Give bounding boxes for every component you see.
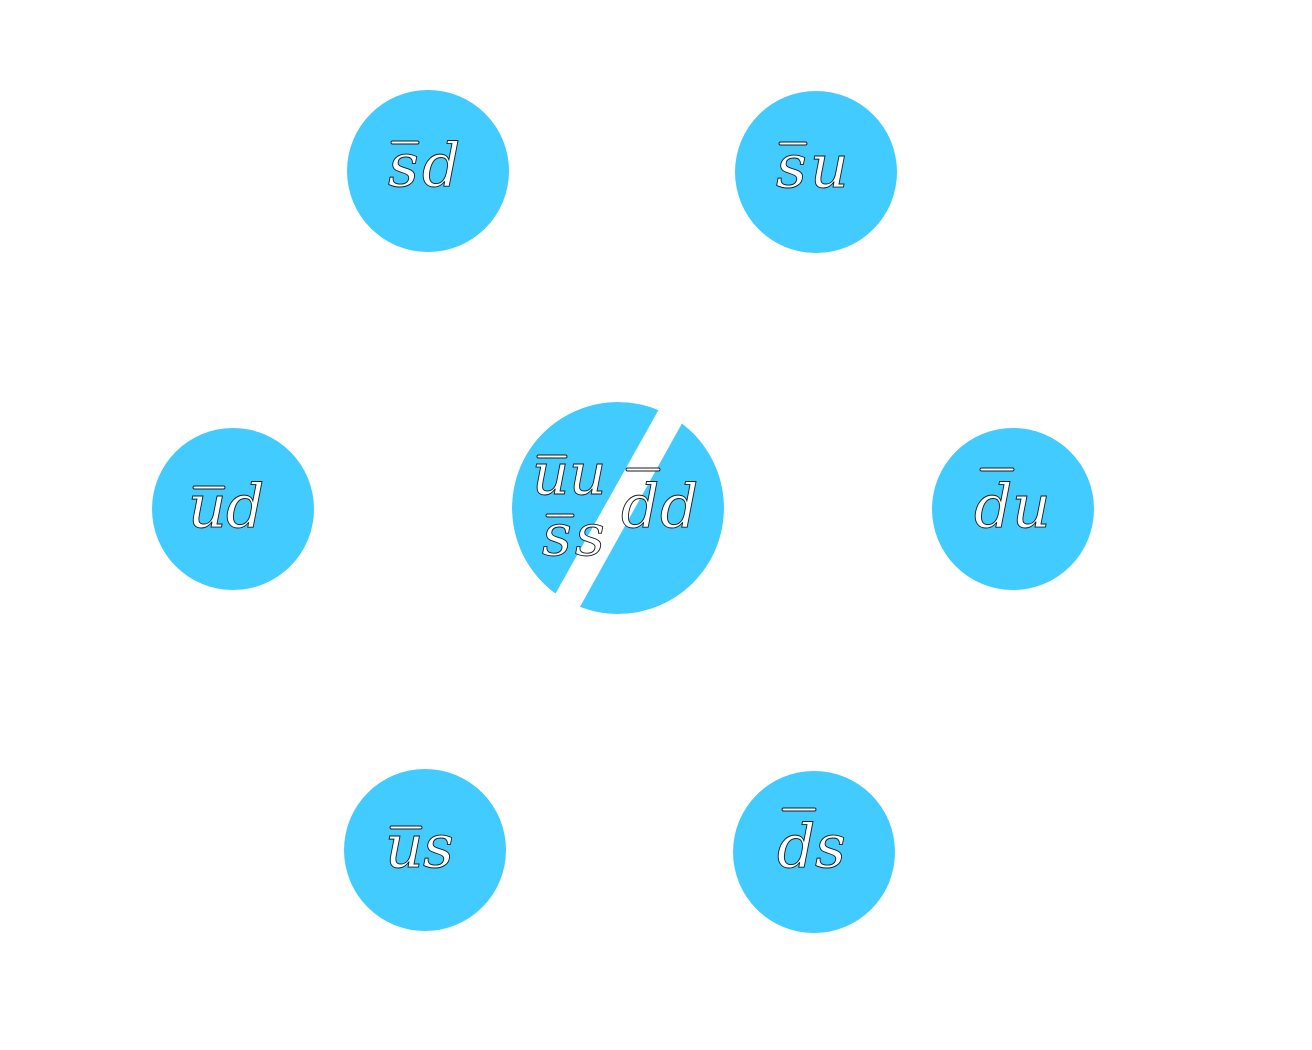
center-label-left-bottom-bar: s (542, 501, 572, 569)
center-label-right-bar: d (621, 472, 659, 542)
node-label-bar: d (974, 472, 1012, 542)
node-sd: s d (347, 90, 509, 252)
overbar (389, 825, 423, 830)
node-label-rest: d (422, 131, 460, 201)
center-label-left-top-rest: u (569, 440, 606, 508)
node-su: s u (735, 91, 897, 253)
center-label-left-top-bar: u (532, 440, 569, 508)
node-label-bar: u (385, 812, 424, 882)
node-us: u s (344, 769, 506, 931)
node-label-bar: d (777, 812, 815, 882)
node-label-rest: d (226, 472, 264, 542)
node-center: u u s s d d (512, 402, 724, 614)
node-label-bar: s (776, 132, 807, 202)
node-label-bar: u (188, 472, 227, 542)
node-circle (735, 91, 897, 253)
node-circle (733, 771, 895, 933)
node-ds: d s (733, 771, 895, 933)
node-label-rest: s (815, 812, 846, 882)
node-du: d u (932, 428, 1094, 590)
overbar (781, 807, 817, 812)
overbar (778, 141, 808, 146)
node-circle (932, 428, 1094, 590)
node-ud: u d (152, 428, 314, 590)
node-circle (152, 428, 314, 590)
overbar (192, 485, 226, 490)
node-label-bar: s (388, 131, 419, 201)
overbar (625, 467, 661, 472)
node-label-rest: u (810, 132, 849, 202)
node-label-rest: s (423, 812, 454, 882)
center-split-stripe (553, 402, 685, 614)
node-circle (347, 90, 509, 252)
node-label-rest: u (1012, 472, 1051, 542)
overbar (979, 467, 1015, 472)
center-label-left-bottom-rest: s (575, 501, 605, 569)
overbar (536, 454, 568, 459)
center-label-right-rest: d (660, 472, 698, 542)
node-circle (344, 769, 506, 931)
overbar (390, 140, 420, 145)
overbar (545, 513, 575, 518)
